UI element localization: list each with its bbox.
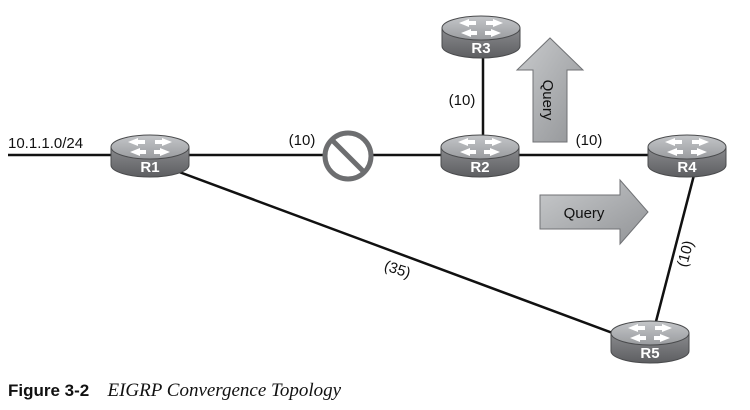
router-r2: R2 — [440, 134, 520, 178]
metric-r2-r4: (10) — [576, 132, 603, 149]
metric-r2-r3: (10) — [449, 92, 476, 109]
query-label-right: Query — [564, 205, 605, 222]
query-arrow-right: Query — [539, 178, 649, 246]
figure-caption: Figure 3-2 EIGRP Convergence Topology — [8, 380, 341, 402]
network-prefix-label: 10.1.1.0/24 — [8, 135, 83, 152]
query-label-up: Query — [539, 80, 556, 121]
metric-r1-r2: (10) — [289, 132, 316, 149]
figure-title: EIGRP Convergence Topology — [107, 380, 342, 401]
metric-r1-r5: (35) — [382, 258, 413, 282]
router-r4-label: R4 — [677, 159, 697, 176]
router-r1-label: R1 — [140, 159, 159, 176]
router-r3: R3 — [441, 15, 521, 59]
figure-number: Figure 3-2 — [8, 381, 90, 400]
metric-r4-r5: (10) — [674, 239, 697, 269]
query-arrow-up: Query — [515, 37, 585, 143]
link-failure-icon — [322, 130, 374, 182]
router-r2-label: R2 — [470, 159, 489, 176]
router-r4: R4 — [647, 134, 727, 178]
router-r1: R1 — [110, 134, 190, 178]
router-r3-label: R3 — [471, 40, 490, 57]
router-r5: R5 — [610, 320, 690, 364]
router-r5-label: R5 — [640, 345, 659, 362]
link-r4-r5 — [651, 174, 696, 334]
link-r1-r5 — [154, 161, 646, 347]
